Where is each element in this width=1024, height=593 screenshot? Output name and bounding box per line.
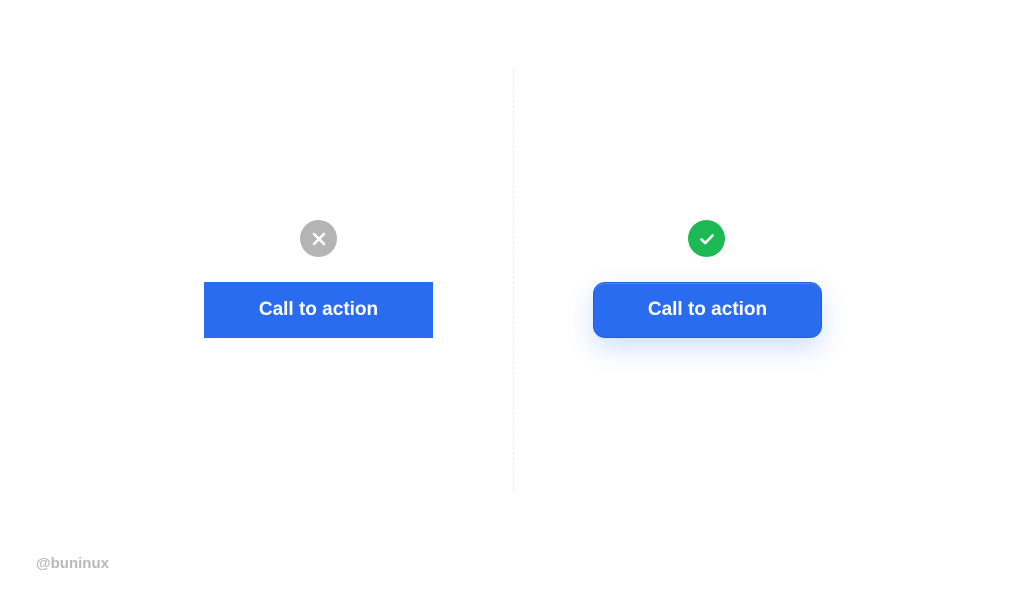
call-to-action-button-bad[interactable]: Call to action — [204, 282, 433, 338]
check-icon — [688, 220, 725, 257]
call-to-action-button-good[interactable]: Call to action — [593, 282, 822, 338]
watermark: @buninux — [36, 555, 109, 572]
close-icon — [300, 220, 337, 257]
center-divider — [513, 70, 514, 490]
